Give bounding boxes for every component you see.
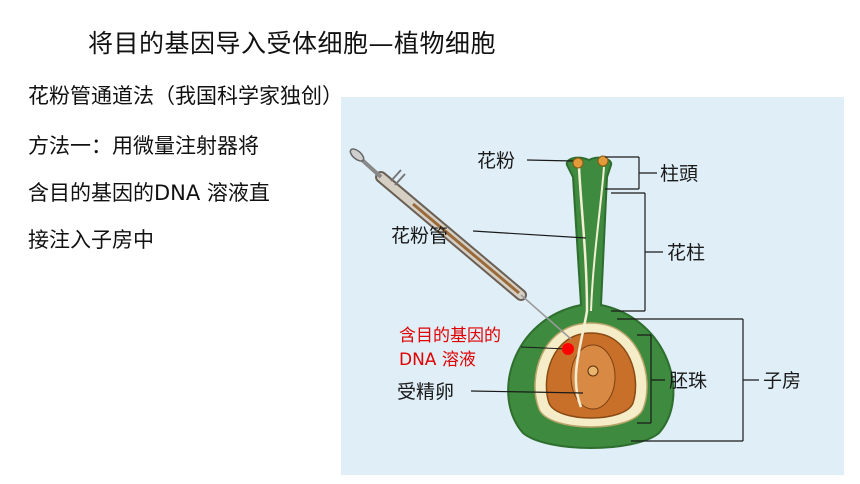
pistil-diagram: 花粉 柱頭 花粉管 花柱 含目的基因的 DNA 溶液 胚珠 子房 受精卵 <box>341 97 844 475</box>
label-pollen: 花粉 <box>477 150 515 172</box>
body-line-2: 含目的基因的DNA 溶液直 <box>28 181 270 205</box>
label-pollen-tube: 花粉管 <box>391 225 448 247</box>
pollen-grain-left <box>572 157 584 169</box>
pollen-grain-right <box>597 155 609 167</box>
slide-subtitle: 花粉管通道法（我国科学家独创） <box>28 84 343 108</box>
micro-syringe <box>349 148 572 340</box>
dna-injection-dot <box>562 343 574 355</box>
slide-title: 将目的基因导入受体细胞—植物细胞 <box>88 29 497 58</box>
label-zygote: 受精卵 <box>397 381 454 403</box>
label-ovule: 胚珠 <box>669 370 707 392</box>
body-line-1: 方法一：用微量注射器将 <box>28 134 259 158</box>
pollen-tube-right <box>590 166 605 312</box>
label-dna-line1: 含目的基因的 <box>399 326 501 346</box>
label-ovary: 子房 <box>763 370 801 392</box>
label-style: 花柱 <box>667 242 705 264</box>
label-stigma: 柱頭 <box>660 163 698 185</box>
body-line-3: 接注入子房中 <box>28 228 154 252</box>
pistil-diagram-svg: 花粉 柱頭 花粉管 花柱 含目的基因的 DNA 溶液 胚珠 子房 受精卵 <box>349 148 801 449</box>
zygote-cell <box>587 365 599 377</box>
pollen-tube-left <box>574 166 589 408</box>
label-dna-line2: DNA 溶液 <box>399 350 476 370</box>
